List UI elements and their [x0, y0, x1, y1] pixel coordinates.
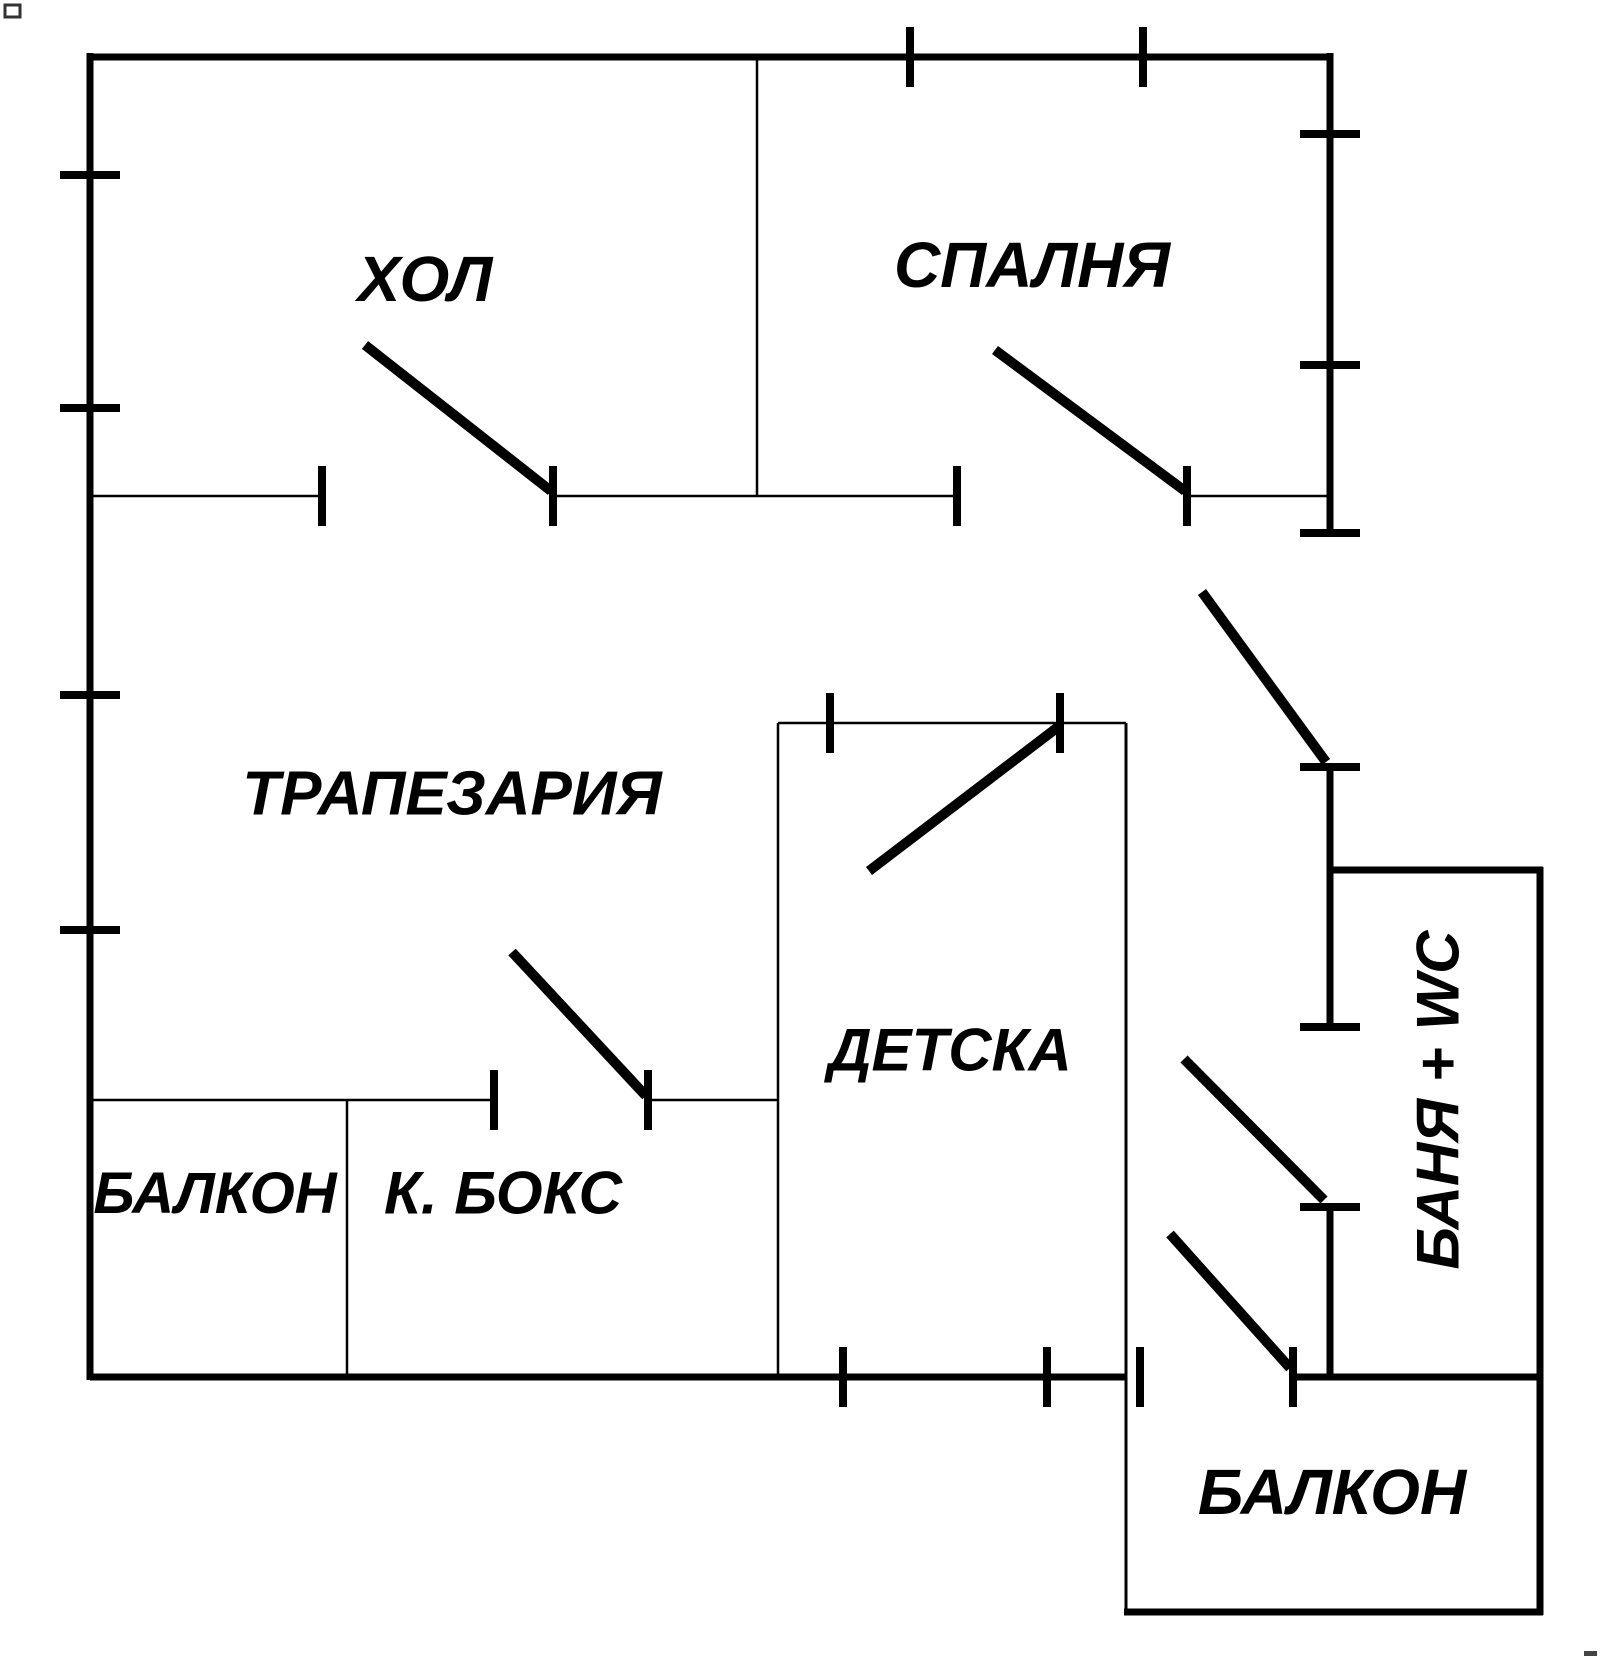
door-balcony-bottom-leaf [1166, 1230, 1294, 1372]
room-label-bedroom: СПАЛНЯ [894, 229, 1171, 301]
room-label-kitchen-box: К. БОКС [384, 1160, 624, 1227]
door-bath-wc-leaf [1180, 1055, 1328, 1204]
room-label-balcony-left: БАЛКОН [93, 1161, 337, 1226]
room-label-kids-room: ДЕТСКА [823, 1017, 1072, 1084]
door-hall-leaf [361, 341, 555, 495]
room-label-dining: ТРАПЕЗАРИЯ [242, 759, 663, 828]
corner-artifact-dash [1584, 1651, 1597, 1656]
door-kids-room-leaf [865, 723, 1062, 875]
room-label-bath-wc: БАНЯ + WC [1405, 929, 1472, 1270]
door-bedroom-leaf [992, 345, 1188, 496]
corner-artifact-square [3, 3, 22, 19]
door-entrance-leaf [1197, 589, 1331, 765]
room-label-hall: ХОЛ [355, 243, 495, 315]
door-kitchen-box-leaf [508, 948, 650, 1100]
room-label-balcony-bottom: БАЛКОН [1198, 1456, 1468, 1528]
